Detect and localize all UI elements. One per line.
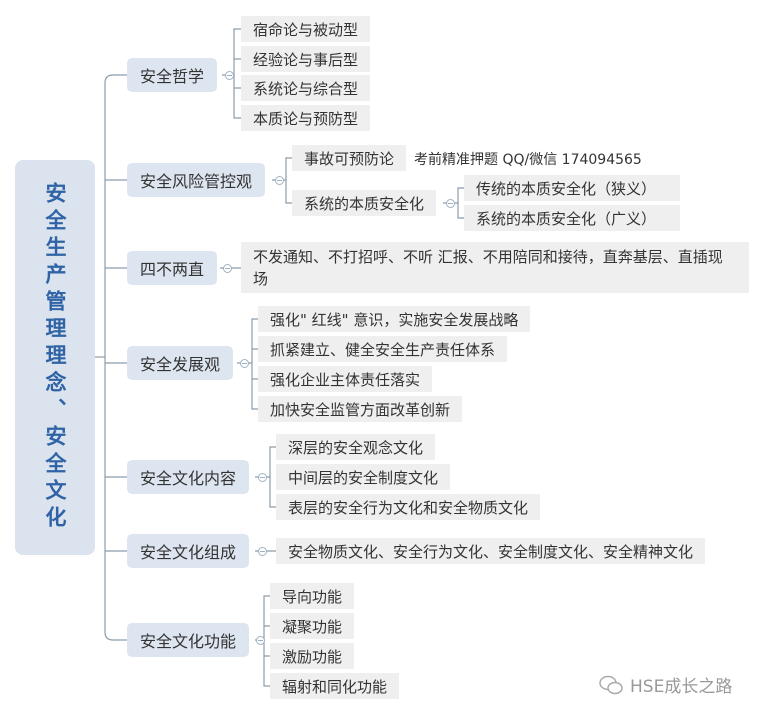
collapse-toggle-icon[interactable] <box>256 636 265 645</box>
collapse-toggle-icon[interactable] <box>446 199 455 208</box>
collapse-toggle-icon[interactable] <box>225 71 234 80</box>
collapse-toggle-icon[interactable] <box>275 176 284 185</box>
leaf-node[interactable]: 导向功能 <box>270 583 355 609</box>
leaf-node[interactable]: 系统的本质安全化 <box>292 190 437 216</box>
leaf-node[interactable]: 系统论与综合型 <box>241 75 371 101</box>
leaf-node[interactable]: 经验论与事后型 <box>241 46 371 72</box>
overlay-ad-text: 考前精准押题 QQ/微信 174094565 <box>414 152 642 168</box>
leaf-node[interactable]: 事故可预防论 <box>292 145 407 171</box>
leaf-node[interactable]: 本质论与预防型 <box>241 105 371 131</box>
leaf-node[interactable]: 辐射和同化功能 <box>270 673 400 699</box>
leaf-node[interactable]: 系统的本质安全化（广义） <box>464 205 680 231</box>
leaf-node[interactable]: 表层的安全行为文化和安全物质文化 <box>276 494 541 520</box>
branch-culture-content[interactable]: 安全文化内容 <box>127 460 250 494</box>
collapse-toggle-icon[interactable] <box>240 359 249 368</box>
leaf-node[interactable]: 宿命论与被动型 <box>241 16 371 42</box>
branch-safety-philosophy[interactable]: 安全哲学 <box>127 58 218 92</box>
leaf-node[interactable]: 安全物质文化、安全行为文化、安全制度文化、安全精神文化 <box>276 538 706 564</box>
leaf-node[interactable]: 不发通知、不打招呼、不听 汇报、不用陪同和接待，直奔基层、直插现场 <box>241 242 749 293</box>
branch-culture-composition[interactable]: 安全文化组成 <box>127 534 250 568</box>
leaf-node[interactable]: 强化" 红线" 意识，实施安全发展战略 <box>258 306 531 332</box>
leaf-node[interactable]: 凝聚功能 <box>270 613 355 639</box>
leaf-node[interactable]: 深层的安全观念文化 <box>276 434 436 460</box>
watermark: HSE成长之路 <box>598 672 732 697</box>
branch-four-nos-two-directs[interactable]: 四不两直 <box>127 251 218 285</box>
wechat-icon <box>599 675 623 694</box>
collapse-toggle-icon[interactable] <box>258 547 267 556</box>
branch-culture-function[interactable]: 安全文化功能 <box>127 623 250 657</box>
leaf-node[interactable]: 加快安全监管方面改革创新 <box>258 396 463 422</box>
leaf-node[interactable]: 传统的本质安全化（狭义） <box>464 175 680 201</box>
collapse-toggle-icon[interactable] <box>258 473 267 482</box>
leaf-node[interactable]: 抓紧建立、健全安全生产责任体系 <box>258 336 508 362</box>
leaf-node[interactable]: 中间层的安全制度文化 <box>276 464 451 490</box>
leaf-node[interactable]: 强化企业主体责任落实 <box>258 366 433 392</box>
collapse-toggle-icon[interactable] <box>223 264 232 273</box>
branch-safety-development[interactable]: 安全发展观 <box>127 346 234 380</box>
leaf-node[interactable]: 激励功能 <box>270 643 355 669</box>
branch-risk-control[interactable]: 安全风险管控观 <box>127 163 266 197</box>
root-node[interactable]: 安全生产管理理念、安全文化 <box>15 160 95 555</box>
